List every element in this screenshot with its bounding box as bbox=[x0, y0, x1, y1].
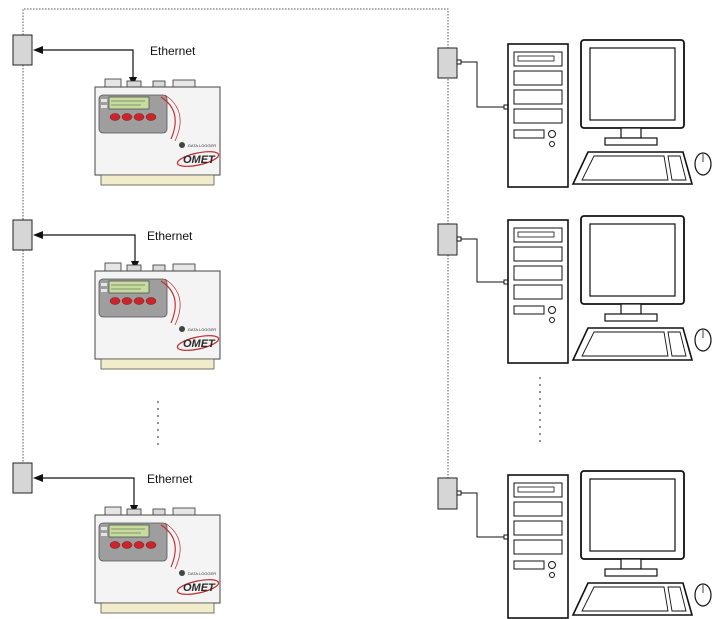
ethernet-cable-2 bbox=[33, 231, 139, 270]
network-switch-right-1 bbox=[437, 47, 458, 79]
network-backbone bbox=[22, 8, 449, 478]
desktop-pc-2 bbox=[507, 215, 712, 364]
ethernet-label-2: Ethernet bbox=[147, 229, 193, 243]
ellipsis-left bbox=[157, 401, 159, 445]
data-logger-device-1 bbox=[94, 78, 221, 186]
ellipsis-right bbox=[539, 377, 541, 442]
ethernet-label-1: Ethernet bbox=[150, 44, 196, 58]
network-switch-right-2 bbox=[437, 223, 458, 256]
pc-cable-3 bbox=[456, 490, 509, 540]
network-switch-left-2 bbox=[12, 219, 33, 251]
ethernet-label-3: Ethernet bbox=[147, 472, 193, 486]
network-switch-left-3 bbox=[12, 462, 33, 494]
network-switch-left-1 bbox=[12, 34, 33, 66]
pc-cable-1 bbox=[456, 59, 509, 110]
desktop-pc-1 bbox=[507, 39, 712, 188]
data-logger-device-3 bbox=[94, 506, 221, 614]
desktop-pc-3 bbox=[507, 470, 712, 619]
ethernet-cable-1 bbox=[33, 46, 137, 86]
pc-cable-2 bbox=[456, 236, 509, 285]
network-switch-right-3 bbox=[437, 477, 458, 510]
data-logger-device-2 bbox=[94, 262, 221, 370]
ethernet-cable-3 bbox=[33, 474, 138, 514]
